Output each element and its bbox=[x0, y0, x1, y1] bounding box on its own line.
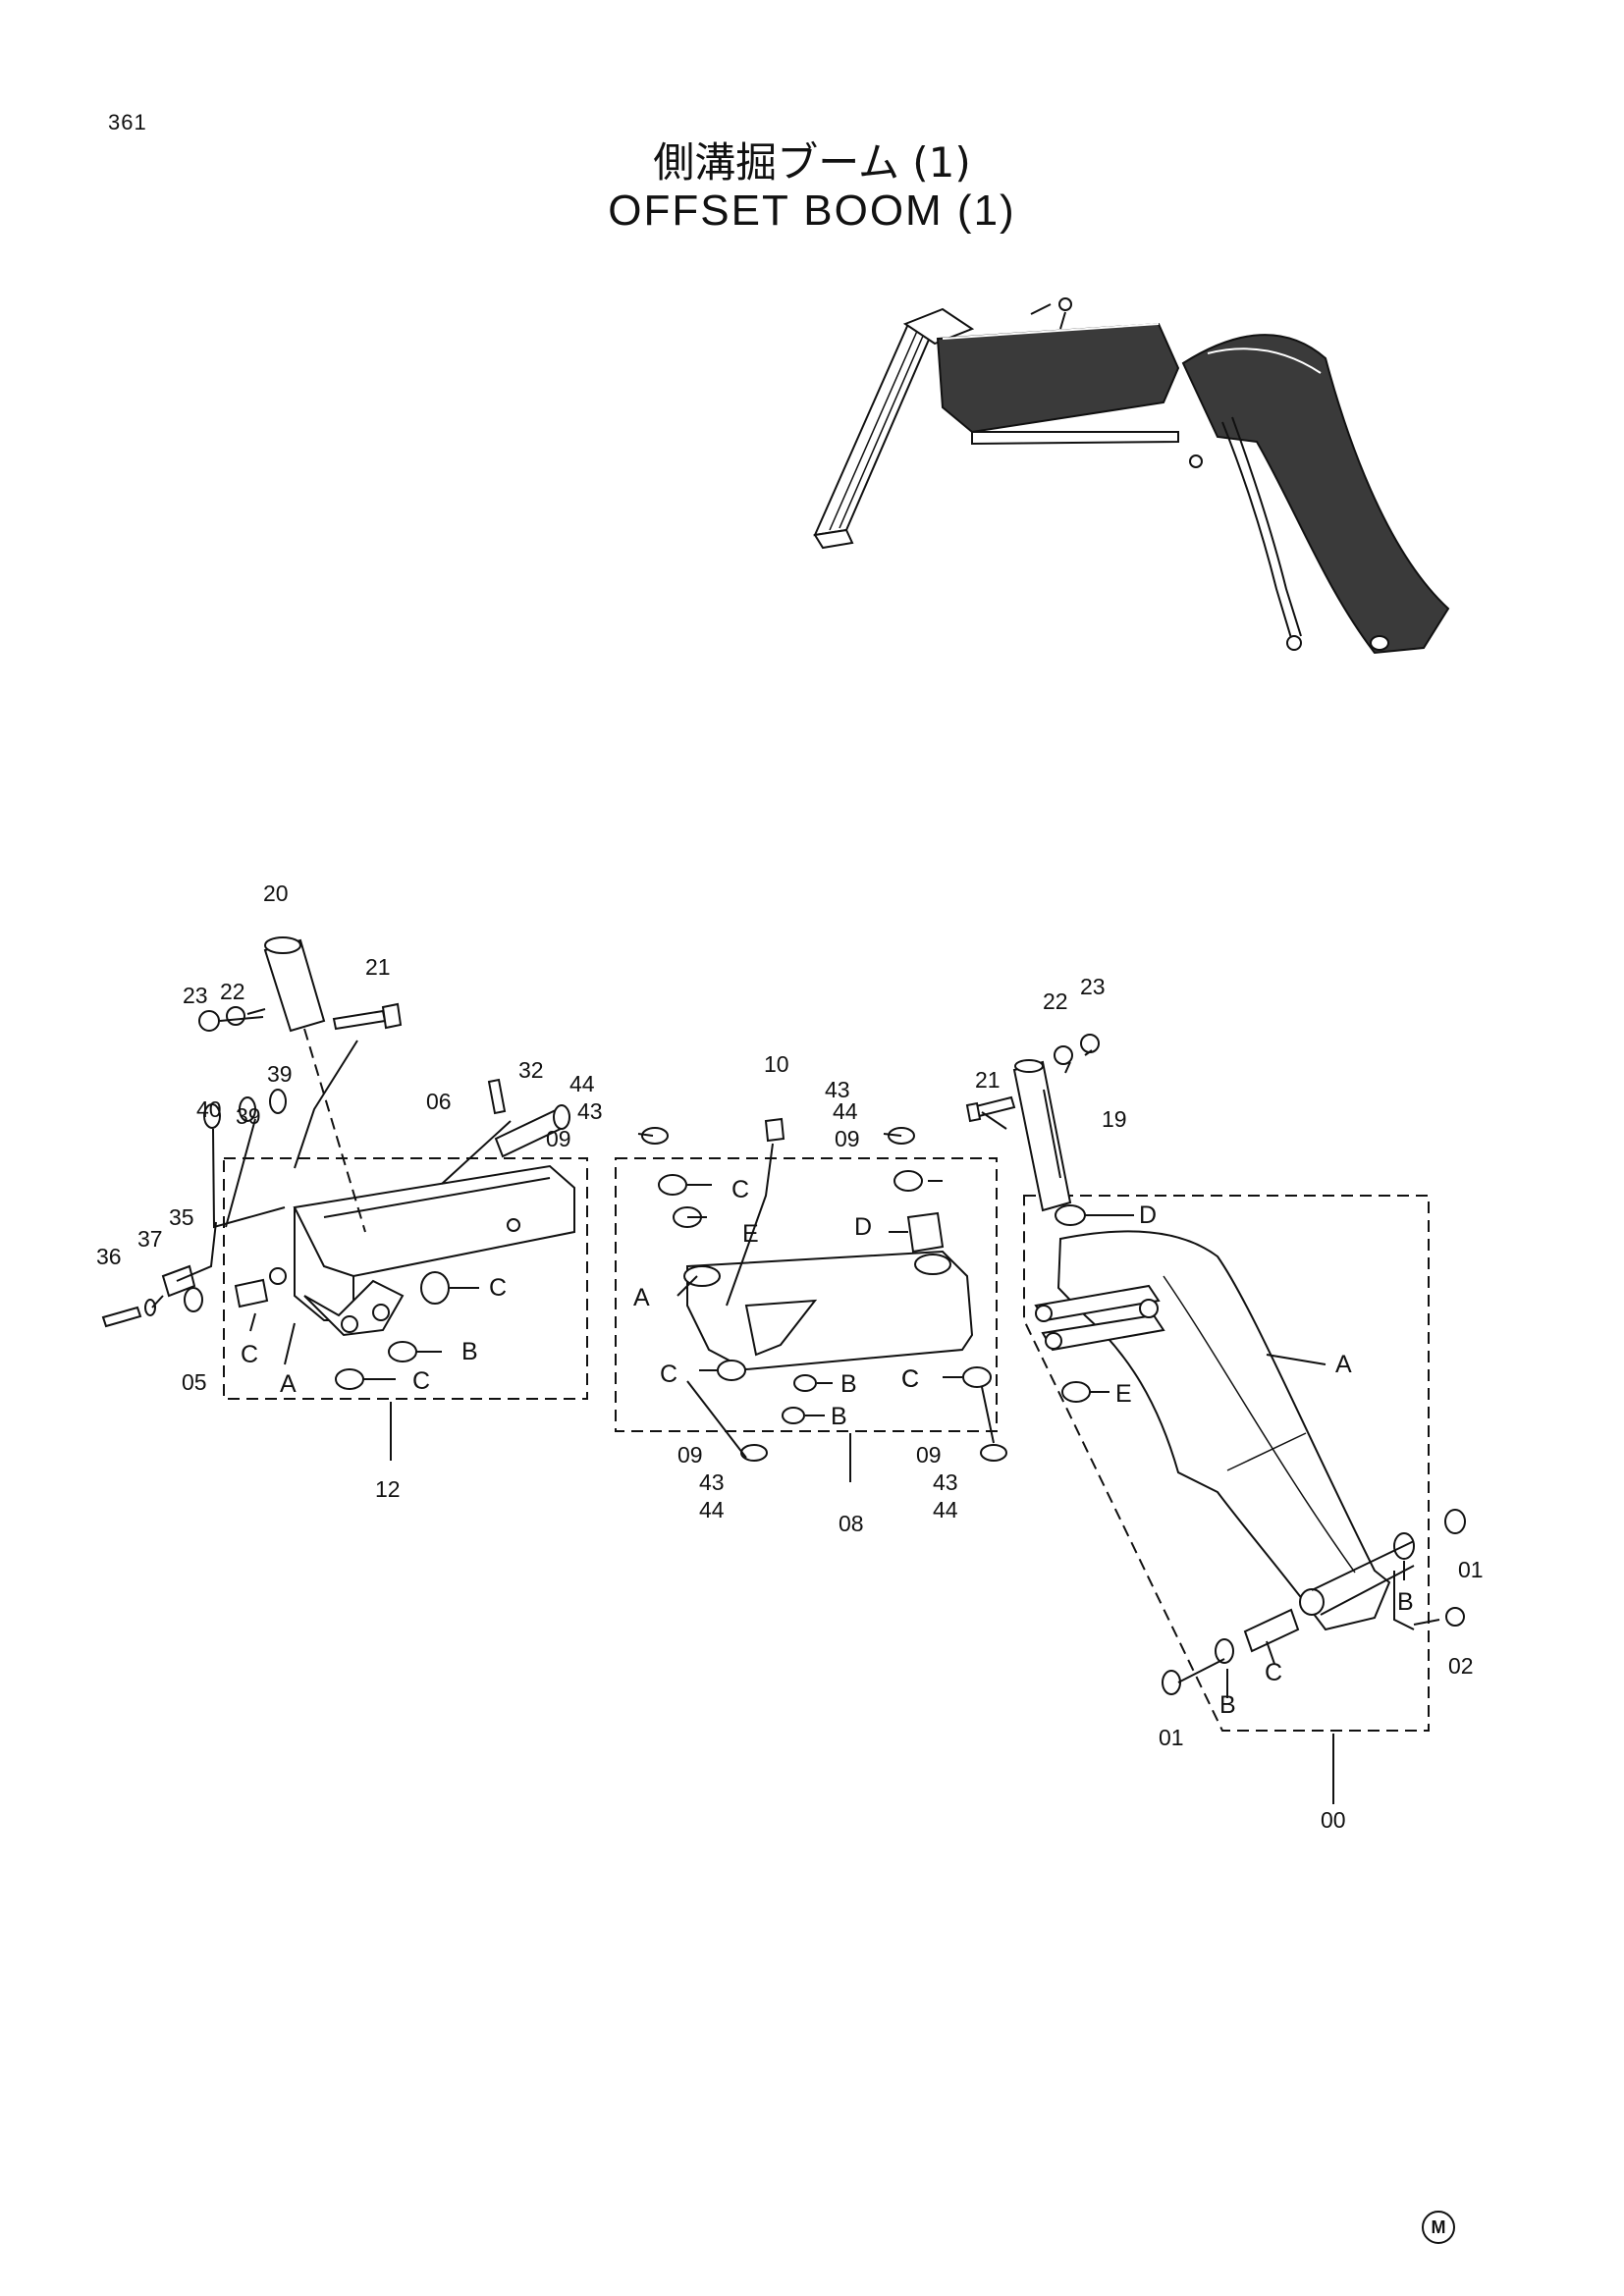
part-callout-44: 44 bbox=[833, 1098, 858, 1124]
part-callout-43: 43 bbox=[699, 1469, 725, 1495]
letter-callout-C: C bbox=[412, 1367, 430, 1395]
manufacturer-mark: M bbox=[1422, 2211, 1455, 2244]
letter-callout-C: C bbox=[489, 1274, 507, 1302]
letter-callout-B: B bbox=[1397, 1588, 1414, 1616]
part-callout-39: 39 bbox=[236, 1103, 261, 1129]
part-callout-01: 01 bbox=[1159, 1725, 1184, 1750]
assembly-number-08: 08 bbox=[839, 1511, 864, 1536]
part-callout-06: 06 bbox=[426, 1089, 452, 1114]
part-callout-20: 20 bbox=[263, 881, 289, 906]
assembly-12 bbox=[101, 936, 588, 1461]
part-callout-35: 35 bbox=[169, 1204, 194, 1230]
part-callout-44: 44 bbox=[933, 1497, 958, 1522]
part-callout-01: 01 bbox=[1458, 1557, 1484, 1582]
part-callout-43: 43 bbox=[933, 1469, 958, 1495]
part-callout-39: 39 bbox=[267, 1061, 293, 1087]
letter-callout-C: C bbox=[731, 1176, 749, 1203]
letter-callout-A: A bbox=[1335, 1351, 1352, 1378]
part-callout-21: 21 bbox=[975, 1067, 1001, 1093]
letter-callout-E: E bbox=[742, 1220, 759, 1248]
part-callout-23: 23 bbox=[183, 983, 208, 1008]
assembly-00 bbox=[965, 1034, 1466, 1804]
part-callout-43: 43 bbox=[577, 1098, 603, 1124]
part-callout-22: 22 bbox=[1043, 988, 1068, 1014]
assembly-08 bbox=[615, 1117, 1007, 1482]
part-callout-32: 32 bbox=[518, 1057, 544, 1083]
part-callout-02: 02 bbox=[1448, 1653, 1474, 1679]
part-callout-36: 36 bbox=[96, 1244, 122, 1269]
part-callout-09: 09 bbox=[835, 1126, 860, 1151]
letter-callout-C: C bbox=[901, 1365, 919, 1393]
letter-callout-C: C bbox=[1265, 1659, 1282, 1686]
letter-callout-C: C bbox=[241, 1341, 258, 1368]
part-callout-05: 05 bbox=[182, 1369, 207, 1395]
part-callout-40: 40 bbox=[196, 1096, 222, 1122]
part-callout-10: 10 bbox=[764, 1051, 789, 1077]
letter-callout-B: B bbox=[840, 1370, 857, 1398]
letter-callout-D: D bbox=[854, 1213, 872, 1241]
title-english: OFFSET BOOM (1) bbox=[608, 187, 1016, 235]
page-number: 361 bbox=[108, 110, 147, 134]
letter-callout-A: A bbox=[633, 1284, 650, 1311]
part-callout-21: 21 bbox=[365, 954, 391, 980]
assembly-number-00: 00 bbox=[1321, 1807, 1346, 1833]
part-callout-09: 09 bbox=[916, 1442, 942, 1468]
title-japanese: 側溝掘ブーム (1) bbox=[653, 138, 971, 187]
letter-callout-D: D bbox=[1139, 1201, 1157, 1229]
isometric-view bbox=[813, 297, 1450, 655]
part-callout-19: 19 bbox=[1102, 1106, 1127, 1132]
letter-callout-C: C bbox=[660, 1361, 677, 1388]
part-callout-09: 09 bbox=[677, 1442, 703, 1468]
part-callout-22: 22 bbox=[220, 979, 245, 1004]
part-callout-37: 37 bbox=[137, 1226, 163, 1252]
letter-callout-B: B bbox=[461, 1338, 478, 1365]
part-callout-23: 23 bbox=[1080, 974, 1106, 999]
part-callout-09: 09 bbox=[546, 1126, 571, 1151]
part-callout-44: 44 bbox=[569, 1071, 595, 1096]
letter-callout-A: A bbox=[280, 1370, 297, 1398]
letter-callout-B: B bbox=[831, 1403, 847, 1430]
part-callout-44: 44 bbox=[699, 1497, 725, 1522]
letter-callout-B: B bbox=[1219, 1691, 1236, 1719]
assembly-number-12: 12 bbox=[375, 1476, 401, 1502]
letter-callout-E: E bbox=[1115, 1380, 1132, 1408]
letter-callout-C: C bbox=[901, 1365, 919, 1393]
part-callout-43: 43 bbox=[825, 1077, 850, 1102]
